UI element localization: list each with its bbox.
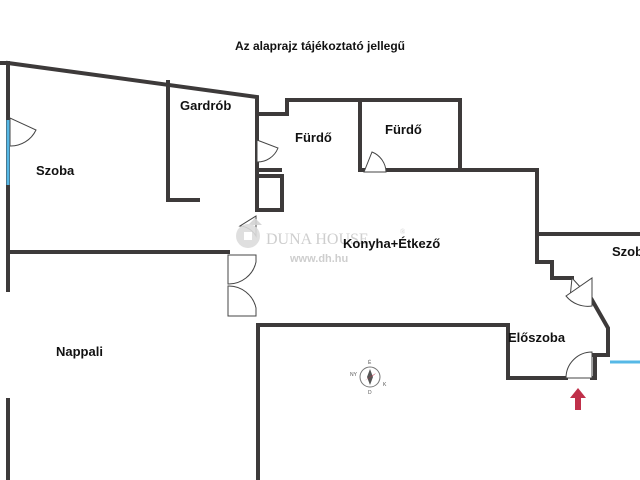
wall-right-diagonal xyxy=(535,232,574,280)
door-nappali-a xyxy=(227,254,257,285)
walls xyxy=(0,60,640,480)
door-corridor xyxy=(256,139,279,163)
watermark: DUNA HOUSE ® www.dh.hu xyxy=(236,218,406,265)
wall-nappali-top xyxy=(256,323,568,380)
room-nappali: Nappali xyxy=(56,344,103,359)
door-furdo-2 xyxy=(363,151,387,173)
wall-gardrob xyxy=(166,80,200,202)
room-gardrob: Gardrób xyxy=(180,98,231,113)
wall-top-slanted xyxy=(5,60,259,212)
entrance-arrow-icon xyxy=(570,388,586,410)
plan-title: Az alaprajz tájékoztató jellegű xyxy=(235,39,405,53)
room-szoba-right: Szoba xyxy=(612,244,640,259)
room-labels: Szoba Gardrób Fürdő Fürdő Konyha+Étkező … xyxy=(36,98,640,359)
compass-n: É xyxy=(368,359,372,366)
door-right-room-leaf xyxy=(565,277,593,307)
windows xyxy=(6,120,640,364)
wall-bath-top xyxy=(255,98,462,172)
door-nappali-b xyxy=(227,285,257,317)
room-eloszoba: Előszoba xyxy=(508,330,566,345)
room-furdo-2: Fürdő xyxy=(385,122,422,137)
room-konyha: Konyha+Étkező xyxy=(343,236,440,251)
door-entrance xyxy=(565,351,593,379)
wall-bath-bottom-2 xyxy=(384,168,539,236)
watermark-logo-icon xyxy=(236,218,262,248)
doors xyxy=(9,117,593,379)
room-szoba-left: Szoba xyxy=(36,163,75,178)
watermark-registered: ® xyxy=(400,228,406,236)
watermark-url: www.dh.hu xyxy=(289,253,348,265)
compass-e: K xyxy=(383,382,387,388)
wall-corridor xyxy=(255,174,284,212)
compass-s: D xyxy=(368,390,372,396)
watermark-brand: DUNA HOUSE xyxy=(266,231,369,248)
wall-entrance xyxy=(590,353,597,380)
wall-right-diagonal-2 xyxy=(588,297,610,357)
room-furdo-1: Fürdő xyxy=(295,130,332,145)
compass-icon: É D K NY xyxy=(350,359,387,396)
door-szoba-left xyxy=(9,117,37,147)
compass-w: NY xyxy=(350,372,358,378)
